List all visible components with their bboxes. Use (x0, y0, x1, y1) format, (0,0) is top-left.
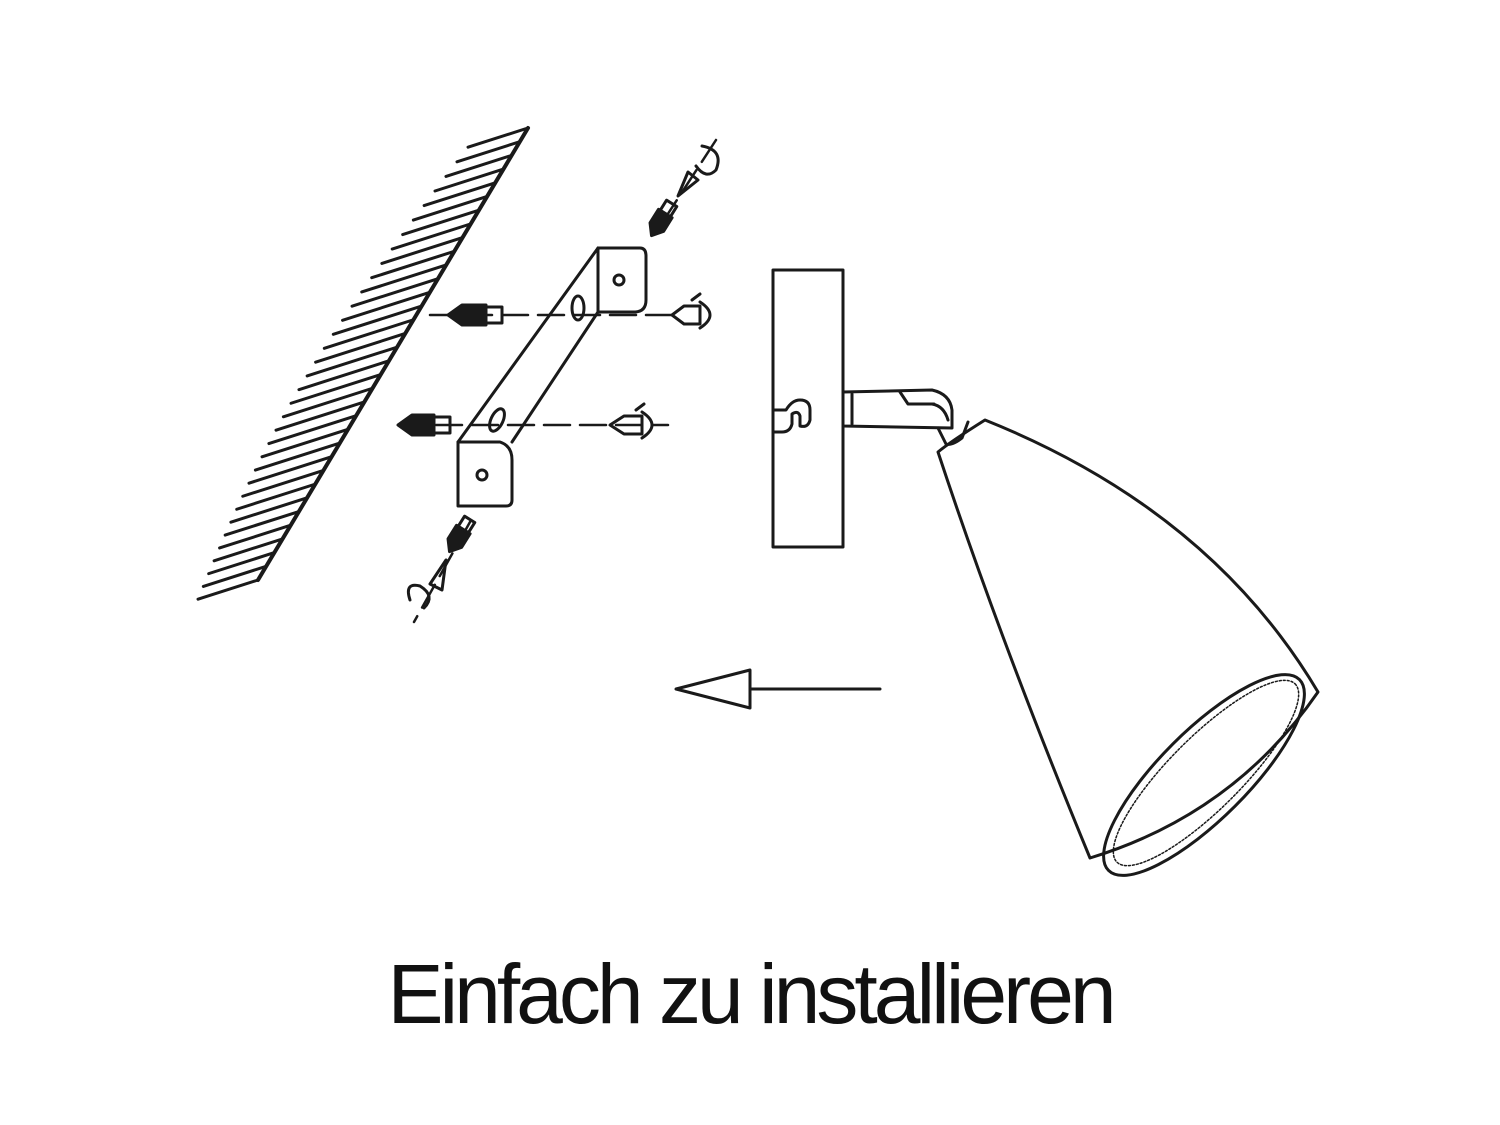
bracket-upper-hole (612, 273, 626, 287)
wall-hatch-line (350, 277, 440, 308)
wall-hatch-line (196, 578, 260, 601)
lamp-shade (936, 418, 1320, 877)
wall-surface-line (256, 126, 530, 582)
wall-hatch-line (235, 482, 317, 511)
assembly-guides (398, 138, 718, 624)
keyhole-slot (771, 398, 812, 434)
bracket-slot (488, 407, 506, 433)
screw (670, 292, 712, 330)
screw (676, 144, 720, 198)
wall-hatch-line (229, 496, 309, 524)
wall-hatch-line (331, 304, 424, 336)
lamp-shade-opening (1102, 673, 1306, 877)
wall-hatch-line (281, 386, 375, 419)
bracket-arm-edge (510, 310, 600, 444)
wall-hatch-line (218, 523, 293, 550)
wall-plug (446, 514, 477, 554)
wall-plug (648, 198, 679, 238)
wall (196, 126, 530, 601)
wall-hatch-line (305, 345, 399, 378)
wall-hatch-line (260, 427, 350, 459)
bracket-slot (570, 294, 586, 322)
wall-hatch-line (253, 441, 342, 472)
wall-hatch-line (411, 194, 489, 222)
wall-hatch-line (212, 537, 285, 563)
lamp-arm (841, 388, 970, 446)
wall-hatch-line (370, 249, 456, 280)
wall-hatch-line (433, 167, 505, 193)
screw (406, 558, 448, 610)
caption: Einfach zu installieren (387, 947, 1116, 1041)
wall-hatch-line (207, 551, 276, 576)
wall-hatch-line (401, 208, 481, 237)
wall-hatch-line (297, 359, 391, 392)
wall-plug (446, 303, 504, 327)
wall-hatch-line (267, 414, 358, 446)
screw (608, 402, 654, 440)
wall-hatch-line (274, 400, 366, 432)
bracket-lower-hole (475, 468, 489, 482)
mounting-bracket (456, 246, 648, 508)
wall-plug (396, 413, 452, 437)
wall-hatch-line (341, 290, 432, 322)
wall-hatch-line (322, 318, 415, 350)
wall-hatch-line (390, 222, 473, 251)
wall-hatch-line (360, 263, 448, 294)
wall-hatch-line (422, 181, 497, 208)
wall-hatch-line (380, 236, 465, 265)
bracket-arm-edge (456, 246, 600, 444)
lamp-shade-inner (1112, 679, 1300, 867)
wall-hatch-line (223, 510, 301, 537)
bracket-lower-tab (456, 440, 514, 508)
direction-arrow (674, 668, 882, 710)
wall-hatch-line (201, 564, 268, 588)
wall-hatch-line (444, 153, 514, 178)
bracket-upper-tab (596, 246, 648, 314)
wall-hatching (196, 126, 530, 601)
lamp-base-plate (771, 268, 845, 549)
wall-hatch-line (466, 126, 530, 149)
wall-hatch-line (455, 140, 522, 164)
guide-line-top-diagonal (658, 138, 718, 228)
wall-hatch-line (241, 468, 325, 498)
wall-hatch-line (314, 331, 407, 364)
wall-hatch-line (289, 373, 383, 405)
wall-hatch-line (247, 455, 334, 485)
